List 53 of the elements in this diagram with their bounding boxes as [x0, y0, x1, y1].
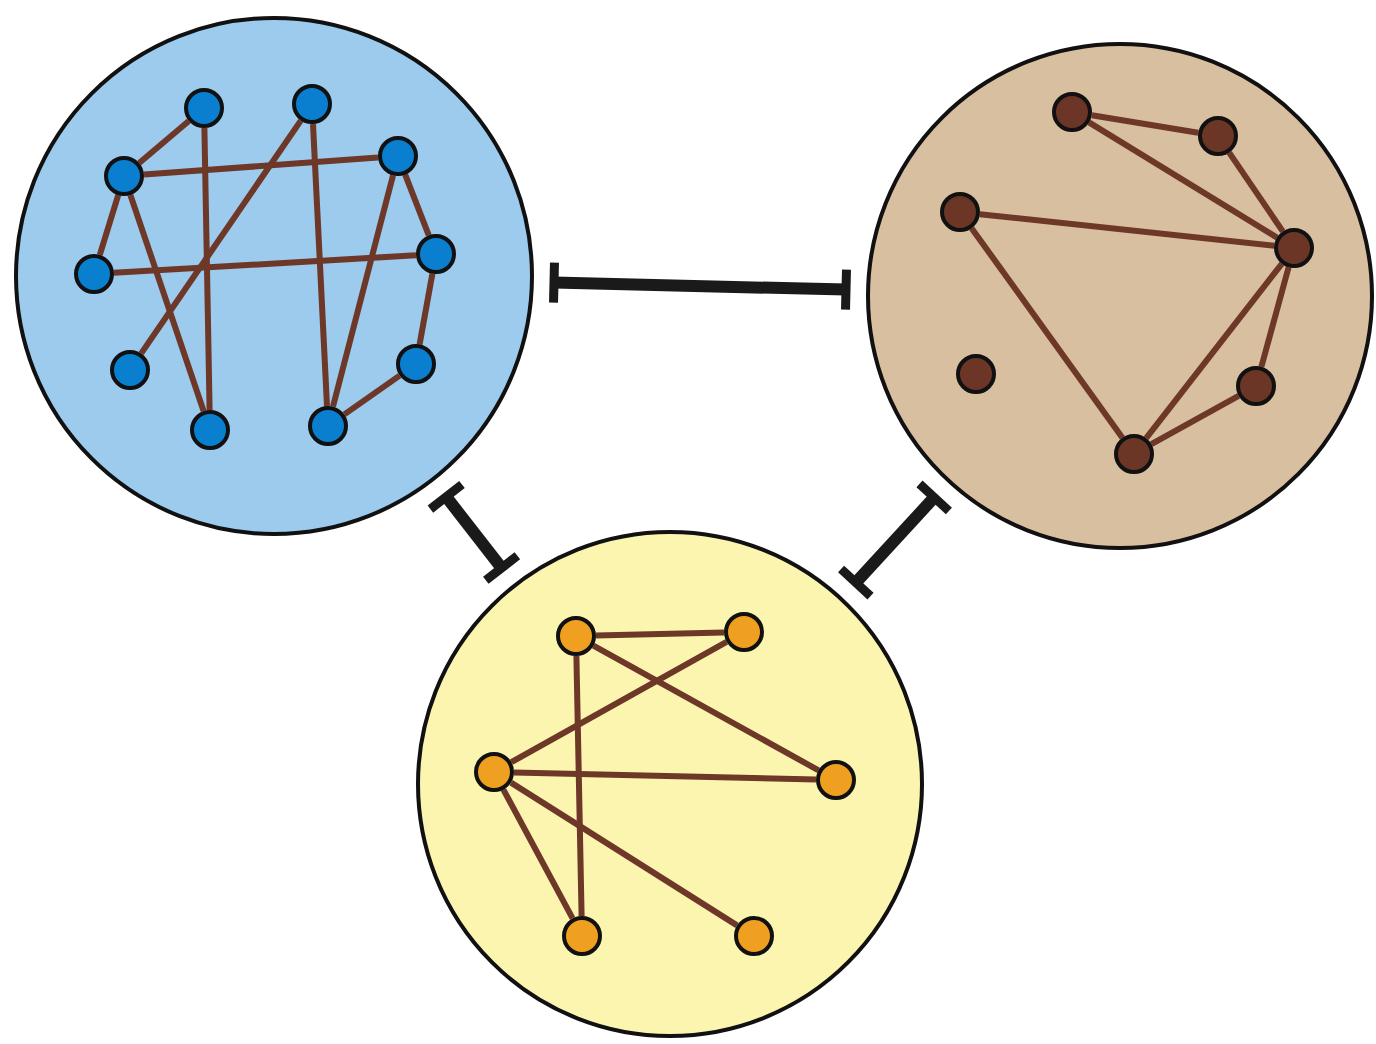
node-circle — [1236, 366, 1276, 406]
connector-line — [1091, 112, 1199, 136]
node-circle — [562, 916, 602, 956]
connector-line — [979, 211, 1275, 249]
connector-line — [310, 123, 330, 407]
connector-line — [402, 173, 432, 237]
node-circle — [1274, 228, 1314, 268]
connector-line — [500, 788, 576, 920]
connector-line — [591, 642, 821, 774]
node-circle — [474, 752, 514, 792]
node-circle — [1052, 92, 1092, 132]
connector-line — [969, 226, 1125, 440]
node-circle — [74, 254, 114, 294]
node-circle — [556, 616, 596, 656]
node-circle — [816, 760, 856, 800]
inhibition-connector — [425, 480, 522, 585]
connector-line — [330, 174, 396, 408]
connector-line — [342, 373, 402, 417]
connector-line — [138, 118, 304, 356]
node-circle — [940, 192, 980, 232]
inhibition-connector — [549, 258, 851, 315]
node-circle — [110, 350, 150, 390]
connector-line — [113, 252, 417, 276]
connector-line — [201, 127, 213, 411]
connector-line — [416, 273, 436, 345]
node-circle — [1198, 116, 1238, 156]
connector-line — [595, 629, 725, 639]
node-circle — [184, 88, 224, 128]
node-circle — [104, 156, 144, 196]
node-circle — [416, 234, 456, 274]
node-circle — [956, 354, 996, 394]
node-circle — [378, 136, 418, 176]
node-circle — [396, 344, 436, 384]
node-circle — [190, 410, 230, 450]
node-circle — [724, 612, 764, 652]
inhibition-connector — [836, 479, 954, 601]
connector-line — [127, 194, 207, 412]
connector-line — [509, 639, 729, 765]
connector-line — [143, 154, 379, 178]
connector-line — [1149, 393, 1241, 447]
node-circle — [734, 916, 774, 956]
connector-line — [573, 655, 585, 917]
connector-line — [1087, 119, 1279, 241]
connector-line — [513, 769, 817, 783]
connector-line — [509, 780, 739, 928]
node-circle — [1114, 434, 1154, 474]
connector-line — [1226, 150, 1286, 234]
connector-line — [96, 194, 122, 256]
connector-line — [1143, 261, 1285, 441]
node-circle — [308, 406, 348, 446]
connector-line — [137, 118, 191, 166]
node-circle — [292, 84, 332, 124]
connector-line — [1258, 266, 1292, 368]
